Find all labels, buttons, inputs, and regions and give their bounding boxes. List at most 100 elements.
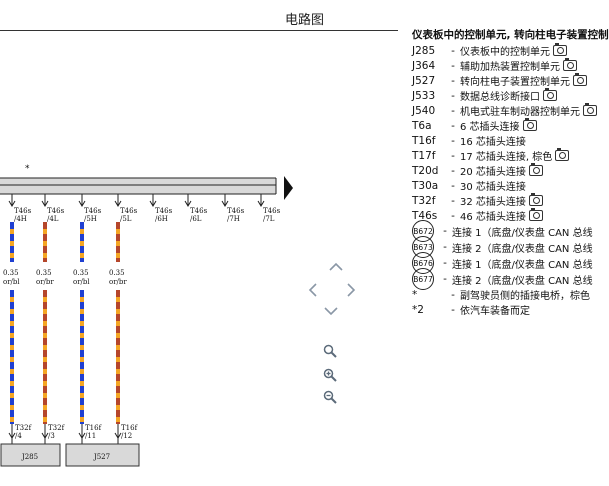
splice-asterisk: * xyxy=(25,164,30,174)
legend-bus-b676[interactable]: B676-连接 1（底盘/仪表盘 CAN 总线 xyxy=(412,252,609,274)
wire-size: 0.35 xyxy=(3,269,19,277)
legend-description: 转向柱电子装置控制单元 xyxy=(460,77,570,88)
camera-icon[interactable] xyxy=(563,58,577,71)
legend-code: J364 xyxy=(412,59,436,72)
legend-item-j533[interactable]: J533-数据总线诊断接口 xyxy=(412,88,609,103)
camera-icon[interactable] xyxy=(522,118,537,131)
wire-size: 0.35 xyxy=(73,269,89,277)
legend-item-t16f[interactable]: T16f-16 芯插头连接 xyxy=(412,133,609,149)
pan-right-button[interactable] xyxy=(344,281,358,299)
connector-label: T46s xyxy=(84,207,102,215)
legend-dash: - xyxy=(451,74,455,87)
legend-item-t17f[interactable]: T17f-17 芯插头连接, 棕色 xyxy=(412,148,609,163)
bottom-pin-2[interactable]: T32f/3 xyxy=(41,424,66,444)
legend-dash: - xyxy=(451,89,455,102)
zoom-out-button[interactable] xyxy=(322,389,338,405)
pan-left-button[interactable] xyxy=(305,281,319,299)
legend-description: 20 芯插头连接 xyxy=(460,167,526,178)
pin-label: T16f xyxy=(85,424,103,432)
pin-number: /12 xyxy=(121,432,132,440)
zoom-in-icon xyxy=(323,368,337,382)
connector-7[interactable]: T46s/7H xyxy=(221,194,245,223)
legend-description: 数据总线诊断接口 xyxy=(460,92,540,103)
legend-item-t46s[interactable]: T46s-46 芯插头连接 xyxy=(412,208,609,223)
camera-icon[interactable] xyxy=(553,43,567,56)
legend-note-2[interactable]: *2-依汽车装备而定 xyxy=(412,302,609,318)
legend-dash: - xyxy=(451,209,455,222)
legend-description: 连接 2（底盘/仪表盘 CAN 总线 xyxy=(452,243,593,255)
connector-5[interactable]: T46s/6H xyxy=(149,194,173,223)
pan-down-button[interactable] xyxy=(322,304,340,318)
legend-title: 仪表板中的控制单元, 转向柱电子装置控制 xyxy=(412,29,609,41)
bus-circle-icon: B677 xyxy=(412,268,434,290)
legend-code: *2 xyxy=(412,303,424,316)
connector-6[interactable]: T46s/6L xyxy=(184,194,208,223)
legend-notes: *-副驾驶员侧的插接电桥，棕色*2-依汽车装备而定 xyxy=(412,287,609,318)
page-title: 电路图 xyxy=(284,13,324,28)
legend-item-t6a[interactable]: T6a-6 芯插头连接 xyxy=(412,118,609,133)
connector-1[interactable]: T46s/4H xyxy=(8,194,32,223)
legend-description: 16 芯插头连接 xyxy=(460,137,526,148)
header-divider xyxy=(0,30,398,31)
legend-item-j540[interactable]: J540-机电式驻车制动器控制单元 xyxy=(412,103,609,118)
connector-pin: /7L xyxy=(263,215,275,223)
legend-item-j285[interactable]: J285-仪表板中的控制单元 xyxy=(412,43,609,58)
legend-item-t20d[interactable]: T20d-20 芯插头连接 xyxy=(412,163,609,178)
legend-bus-b677[interactable]: B677-连接 2（底盘/仪表盘 CAN 总线 xyxy=(412,268,609,290)
camera-icon[interactable] xyxy=(583,103,597,116)
legend-note-1[interactable]: *-副驾驶员侧的插接电桥，棕色 xyxy=(412,287,609,303)
camera-icon[interactable] xyxy=(573,73,587,86)
component-j285-label: J285 xyxy=(21,453,38,461)
legend-description: 辅助加热装置控制单元 xyxy=(460,62,560,73)
zoom-in-button[interactable] xyxy=(322,367,338,383)
bottom-pin-4[interactable]: T16f/12 xyxy=(114,424,139,444)
pan-up-button[interactable] xyxy=(327,259,345,273)
circuit-diagram[interactable]: * T46s/4HT46s/4LT46s/5HT46s/5LT46s/6HT46… xyxy=(0,0,300,486)
bottom-pin-3[interactable]: T16f/11 xyxy=(78,424,103,444)
camera-icon[interactable] xyxy=(528,163,543,176)
camera-icon[interactable] xyxy=(528,208,543,221)
camera-icon[interactable] xyxy=(543,88,557,101)
legend-dash: - xyxy=(451,44,455,57)
connector-pin: /6H xyxy=(155,215,168,223)
component-j527[interactable]: J527 xyxy=(65,443,140,467)
legend-description: 依汽车装备而定 xyxy=(460,306,530,317)
legend-item-j527[interactable]: J527 -转向柱电子装置控制单元 xyxy=(412,73,609,88)
zoom-fit-button[interactable] xyxy=(322,343,338,359)
connector-pin: /5H xyxy=(84,215,97,223)
legend-item-j364[interactable]: J364 -辅助加热装置控制单元 xyxy=(412,58,609,73)
connector-label: T46s xyxy=(47,207,65,215)
legend-dash: - xyxy=(451,164,455,177)
legend-code: B677 xyxy=(412,268,438,290)
legend-item-t32f[interactable]: T32f-32 芯插头连接 xyxy=(412,193,609,208)
legend-description: 连接 1（底盘/仪表盘 CAN 总线 xyxy=(452,227,593,239)
camera-icon[interactable] xyxy=(528,193,543,206)
legend-code: J527 xyxy=(412,74,436,87)
legend-code: T16f xyxy=(412,134,436,147)
connector-3[interactable]: T46s/5H xyxy=(78,194,102,223)
connector-4[interactable]: T46s/5L xyxy=(114,194,138,223)
connector-8[interactable]: T46s/7L xyxy=(257,194,281,223)
bus-bar xyxy=(0,178,276,194)
legend-dash: - xyxy=(451,288,455,301)
wire-color: or/br xyxy=(36,278,54,286)
legend-bus-b672[interactable]: B672-连接 1（底盘/仪表盘 CAN 总线 xyxy=(412,220,609,242)
legend-description: 机电式驻车制动器控制单元 xyxy=(460,107,580,118)
camera-icon[interactable] xyxy=(555,148,570,161)
legend-dash: - xyxy=(443,273,447,285)
legend-item-t30a[interactable]: T30a-30 芯插头连接 xyxy=(412,178,609,194)
connector-2[interactable]: T46s/4L xyxy=(41,194,65,223)
component-j285[interactable]: J285 xyxy=(0,443,61,467)
legend-dash: - xyxy=(451,59,455,72)
wire-size: 0.35 xyxy=(109,269,125,277)
legend-bus-b673[interactable]: B673-连接 2（底盘/仪表盘 CAN 总线 xyxy=(412,236,609,258)
page-forward-arrow[interactable] xyxy=(284,176,294,200)
wire-color: or/bl xyxy=(73,278,90,286)
bottom-pin-1[interactable]: T32f/4 xyxy=(8,424,33,444)
